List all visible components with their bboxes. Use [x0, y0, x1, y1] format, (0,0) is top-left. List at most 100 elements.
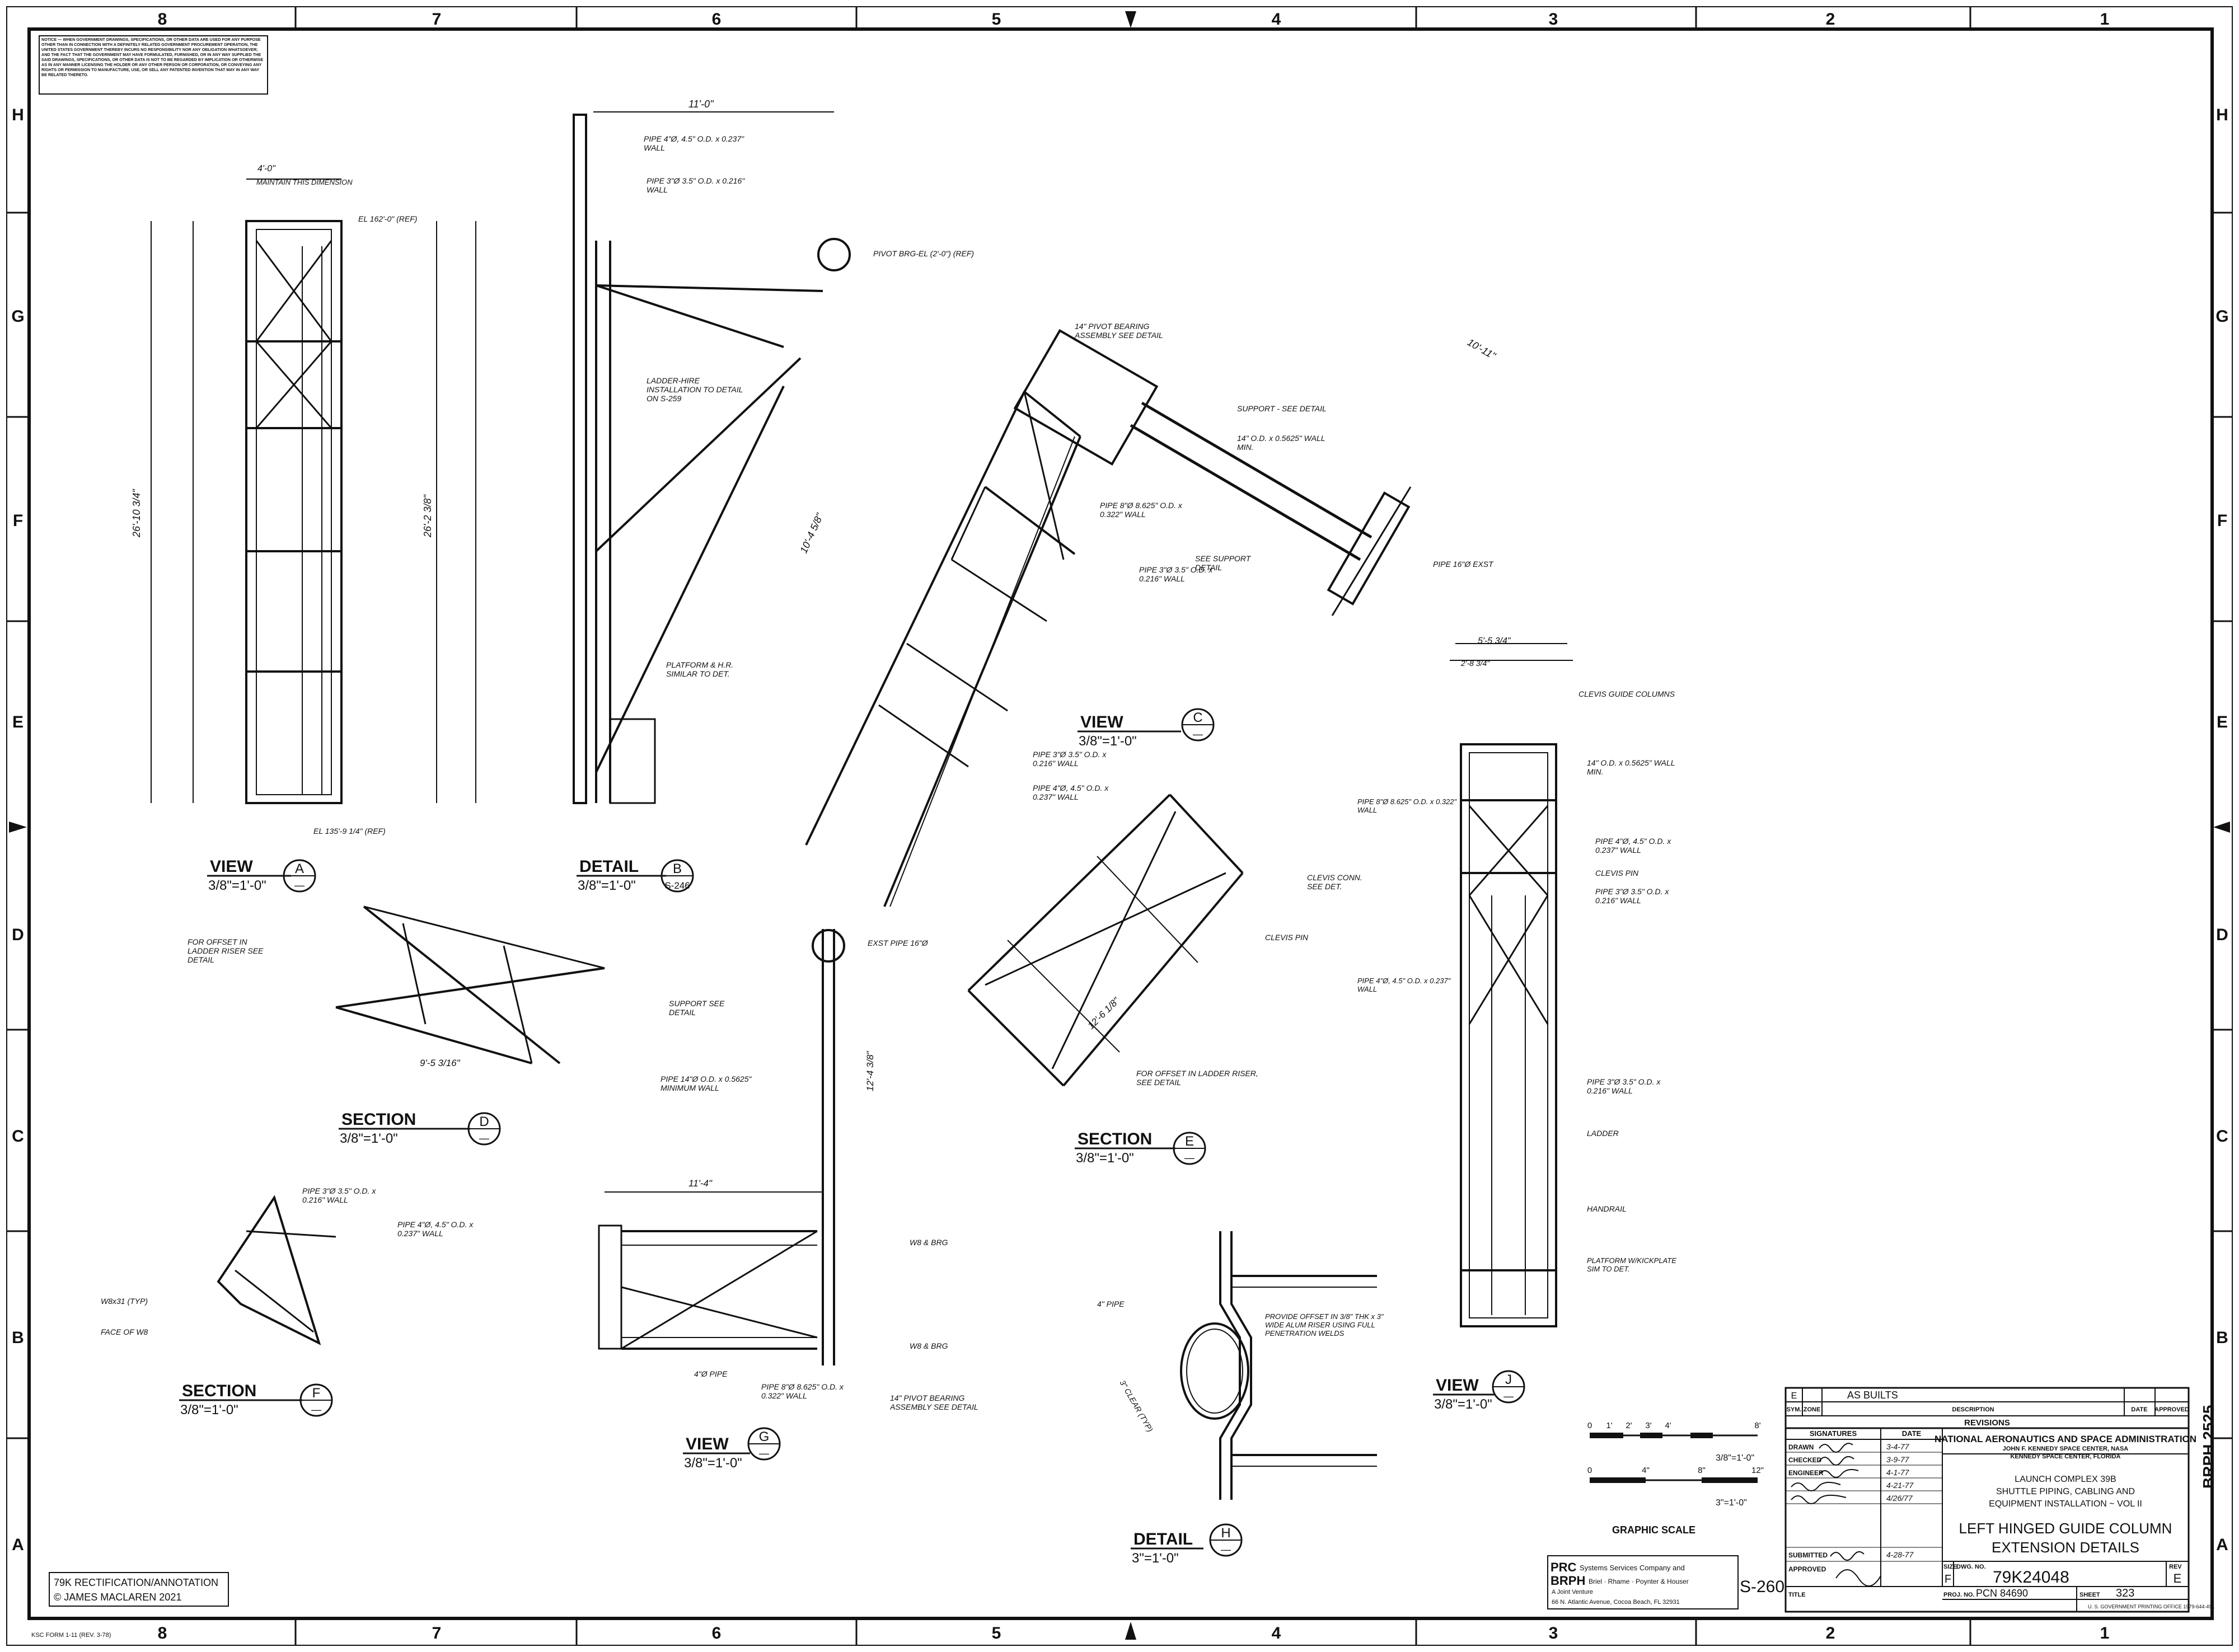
wall-min-callout: 14" O.D. x 0.5625" WALL MIN. [1237, 434, 1325, 452]
dim-11ft: 11'-0" [688, 98, 714, 110]
tb-sheet-label: SHEET [2079, 1592, 2100, 1598]
tb-sheet: 323 [2116, 1587, 2134, 1599]
rev-header-sym: SYM. [1787, 1406, 1802, 1413]
zone-bottom-8: 8 [158, 1624, 167, 1642]
zone-left-d: D [12, 926, 24, 944]
firm-prc: PRC [1551, 1560, 1577, 1574]
svg-text:F: F [312, 1386, 321, 1401]
pipe3-callout-b: PIPE 3"Ø 3.5" O.D. x 0.216" WALL [647, 176, 745, 194]
clevis-pin-callout-j: CLEVIS PIN [1595, 869, 1639, 877]
zone-right-e: E [2217, 713, 2228, 731]
zone-top-2: 2 [1826, 10, 1835, 29]
revisions-block: E AS BUILTS SYM. ZONE DESCRIPTION DATE A… [1784, 1387, 2190, 1429]
graphic-scale-label: GRAPHIC SCALE [1612, 1524, 1695, 1536]
firm-box: PRC Systems Services Company and BRPH Br… [1547, 1555, 1784, 1609]
pipe3-callout-f: PIPE 3"Ø 3.5" O.D. x 0.216" WALL [302, 1186, 376, 1204]
svg-text:3/8"=1'-0": 3/8"=1'-0" [180, 1402, 238, 1418]
scale-bottom-12: 12" [1751, 1466, 1764, 1475]
scale-top-4: 4' [1665, 1421, 1671, 1430]
view-title-h: DETAIL 3"=1'-0" H — [1131, 1523, 1243, 1566]
gpo-note: U. S. GOVERNMENT PRINTING OFFICE 1979-64… [2088, 1604, 2214, 1609]
svg-text:D: D [479, 1114, 489, 1129]
tb-line2: SHUTTLE PIPING, CABLING AND [1996, 1487, 2135, 1496]
pipe4-callout-c: PIPE 4"Ø, 4.5" O.D. x 0.237" WALL [1033, 783, 1109, 801]
annotation-box: 79K RECTIFICATION/ANNOTATION © JAMES MAC… [49, 1572, 229, 1607]
pivot-bearing-callout: 14" PIVOT BEARING ASSEMBLY SEE DETAIL [1075, 322, 1163, 340]
annotation-line1: 79K RECTIFICATION/ANNOTATION [54, 1577, 218, 1588]
center-arrow-top-icon [1125, 11, 1136, 28]
offset-riser-callout: FOR OFFSET IN LADDER RISER, SEE DETAIL [1136, 1069, 1258, 1087]
view-titles: VIEW 3/8"=1'-0" A — DETAIL 3/8"=1'-0" B … [179, 708, 1525, 1566]
rev-header-approved: APPROVED [2154, 1406, 2189, 1413]
notice-text: NOTICE — WHEN GOVERNMENT DRAWINGS, SPECI… [41, 37, 264, 77]
zone-top-4: 4 [1272, 10, 1281, 29]
svg-text:DETAIL: DETAIL [579, 857, 639, 876]
zone-bottom-5: 5 [992, 1624, 1001, 1642]
scale-top-1: 1' [1606, 1421, 1612, 1430]
tb-title1: LEFT HINGED GUIDE COLUMN [1959, 1520, 2172, 1537]
sig-date-drawn: 3-4-77 [1886, 1442, 1910, 1451]
pipe3-callout-j: PIPE 3"Ø 3.5" O.D. x 0.216" WALL [1595, 887, 1669, 905]
scale-bottom-8: 8" [1698, 1466, 1706, 1475]
view-title-g: VIEW 3/8"=1'-0" G — [683, 1427, 781, 1471]
svg-text:A: A [295, 861, 304, 876]
pipe4-callout-b: PIPE 4"Ø, 4.5" O.D. x 0.237" WALL [644, 134, 744, 152]
svg-text:VIEW: VIEW [210, 857, 253, 876]
svg-text:3/8"=1'-0": 3/8"=1'-0" [1079, 734, 1137, 749]
view-title-section-e: SECTION 3/8"=1'-0" E — [1075, 1130, 1206, 1166]
tb-rev-label: REV [2169, 1564, 2182, 1570]
platform-callout: PLATFORM & H.R. SIMILAR TO DET. [666, 660, 734, 678]
svg-text:3/8"=1'-0": 3/8"=1'-0" [1434, 1397, 1492, 1412]
zone-right-h: H [2216, 106, 2228, 124]
revisions-title: REVISIONS [1964, 1418, 2010, 1428]
svg-text:J: J [1505, 1372, 1512, 1387]
pipe3-callout-j2: PIPE 3"Ø 3.5" O.D. x 0.216" WALL [1587, 1077, 1661, 1095]
dim-4ft: 4'-0" [257, 164, 276, 173]
scale-top-label: 3/8"=1'-0" [1716, 1453, 1754, 1463]
wall-min-callout-j: 14" O.D. x 0.5625" WALL MIN. [1587, 758, 1675, 776]
view-title-section-d: SECTION 3/8"=1'-0" D — [339, 1110, 501, 1146]
sheet-border [6, 6, 2233, 1646]
svg-text:B: B [673, 861, 682, 876]
svg-text:3/8"=1'-0": 3/8"=1'-0" [1076, 1151, 1134, 1166]
clevis-pin-callout: CLEVIS PIN [1265, 933, 1309, 942]
view-title-c: VIEW 3/8"=1'-0" C — [1078, 708, 1215, 749]
svg-text:VIEW: VIEW [1436, 1376, 1479, 1395]
el-ref-top: EL 162'-0" (REF) [358, 214, 417, 223]
zone-left-b: B [12, 1329, 24, 1347]
section-f-drawing [217, 1195, 336, 1345]
zone-left-f: F [13, 511, 23, 530]
dim-12-4: 12'-4 3/8" [865, 1050, 875, 1091]
tb-line3: EQUIPMENT INSTALLATION ~ VOL II [1989, 1499, 2142, 1509]
zone-left-g: G [11, 307, 24, 326]
pipe4-callout-j2: PIPE 4"Ø, 4.5" O.D. x 0.237" WALL [1357, 977, 1451, 993]
center-arrow-right-icon [2213, 822, 2230, 833]
notice-box: NOTICE — WHEN GOVERNMENT DRAWINGS, SPECI… [39, 35, 268, 95]
face-of-w8-callout: FACE OF W8 [101, 1327, 148, 1336]
tb-title-label: TITLE [1788, 1592, 1806, 1598]
w8-brg-bottom: W8 & BRG [910, 1341, 948, 1350]
zone-bottom-6: 6 [712, 1624, 722, 1642]
svg-text:G: G [759, 1429, 770, 1444]
exst-pipe-callout: EXST PIPE 16"Ø [868, 938, 929, 947]
offset-ladder-callout: FOR OFFSET IN LADDER RISER SEE DETAIL [188, 937, 264, 964]
firm-address: 66 N. Atlantic Avenue, Cocoa Beach, FL 3… [1552, 1599, 1680, 1606]
tb-proj-label: PROJ. NO. [1943, 1592, 1975, 1598]
svg-text:—: — [294, 880, 305, 891]
sig-header: SIGNATURES [1810, 1429, 1857, 1438]
el-ref-bottom: EL 135'-9 1/4" (REF) [313, 827, 386, 836]
svg-text:—: — [479, 1133, 489, 1144]
firm-joint: A Joint Venture [1552, 1589, 1593, 1595]
svg-text:3/8"=1'-0": 3/8"=1'-0" [684, 1456, 742, 1471]
firm-prc-name: Systems Services Company and [1580, 1564, 1685, 1572]
provide-offset-callout: PROVIDE OFFSET IN 3/8" THK x 3" WIDE ALU… [1265, 1312, 1384, 1337]
firm-sheet-ref: S-260 [1740, 1578, 1784, 1596]
revision-desc: AS BUILTS [1847, 1390, 1898, 1401]
sig-role-approved: APPROVED [1788, 1565, 1826, 1573]
view-c-drawing [967, 794, 1244, 1087]
pivot-bearing-callout-g: 14" PIVOT BEARING ASSEMBLY SEE DETAIL [890, 1393, 978, 1411]
center-arrow-bottom-icon [1125, 1622, 1136, 1640]
tb-center: JOHN F. KENNEDY SPACE CENTER, NASA [2003, 1446, 2129, 1452]
support-detail-callout: SUPPORT - SEE DETAIL [1237, 404, 1327, 413]
detail-b-drawing [573, 111, 851, 804]
